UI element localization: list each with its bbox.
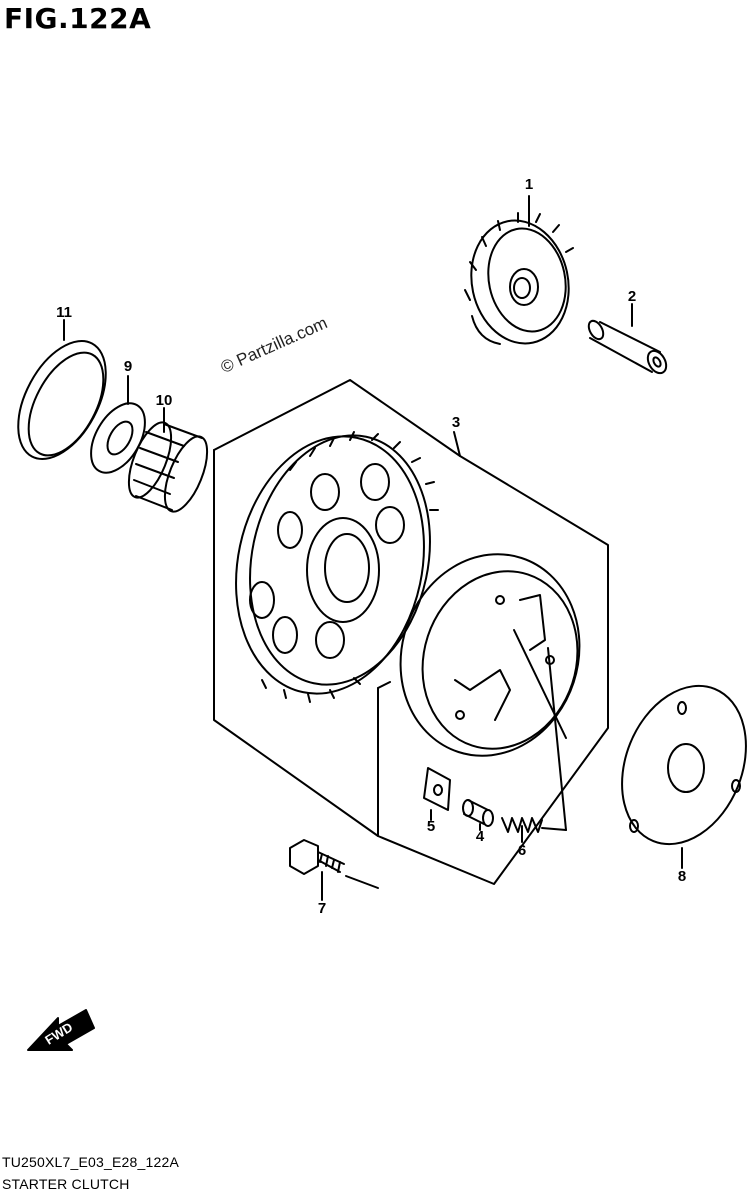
part-3-clutch-housing	[399, 553, 581, 757]
part-7-bolt	[289, 839, 379, 889]
callout-1: 1	[524, 176, 534, 193]
callout-3: 3	[451, 414, 461, 431]
callout-9: 9	[123, 358, 133, 375]
part-6-spring	[501, 817, 543, 833]
part-4-roller	[462, 799, 494, 827]
part-11-ring	[17, 340, 107, 460]
callout-7: 7	[317, 900, 327, 917]
callout-6: 6	[517, 842, 527, 859]
part-10-bearing	[127, 421, 209, 513]
callout-5: 5	[426, 818, 436, 835]
fwd-arrow-icon	[27, 1009, 95, 1051]
diagram-code: TU250XL7_E03_E28_122A	[2, 1154, 180, 1170]
part-9-washer	[90, 402, 146, 474]
figure-title: FIG.122A	[4, 2, 152, 35]
assembly-outline-left	[213, 449, 379, 837]
part-2-pin	[587, 319, 668, 375]
part-1-gear	[464, 212, 574, 345]
callout-4: 4	[475, 828, 485, 845]
diagram-name: STARTER CLUTCH	[2, 1176, 130, 1192]
callout-11: 11	[56, 304, 72, 321]
part-5-cap	[423, 767, 451, 811]
callout-2: 2	[627, 288, 637, 305]
part-8-plate	[621, 684, 747, 846]
assembly-outline	[213, 379, 609, 885]
callout-10: 10	[155, 392, 173, 409]
part-3-large-gear	[235, 431, 439, 703]
callout-8: 8	[677, 868, 687, 885]
